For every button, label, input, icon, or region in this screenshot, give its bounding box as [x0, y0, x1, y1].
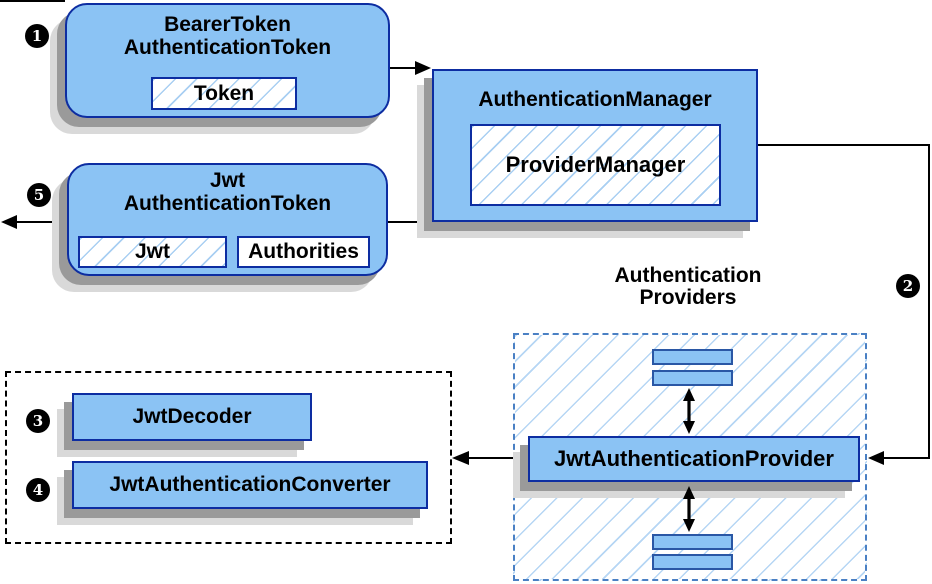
badge-number: 5	[33, 185, 45, 204]
line-manager-to-jwt-token	[388, 221, 433, 223]
node-title: BearerToken AuthenticationToken	[67, 5, 388, 59]
double-arrow-icon	[683, 486, 695, 532]
step-badge-4: 4	[26, 478, 50, 502]
title-line: AuthenticationToken	[123, 192, 332, 215]
arrow-bearer-to-manager-line	[388, 67, 416, 69]
step-badge-5: 5	[27, 183, 51, 207]
field-label: Jwt	[134, 240, 170, 263]
provider-stack-rect	[652, 349, 733, 365]
connector-into-provider-line	[884, 457, 930, 459]
field-authorities: Authorities	[237, 236, 370, 268]
node-title: AuthenticationManager	[434, 71, 756, 111]
badge-number: 3	[32, 411, 44, 430]
label-line: Providers	[639, 286, 737, 309]
node-label: JwtAuthenticationProvider	[554, 446, 834, 471]
flow-line-request-in	[0, 0, 65, 2]
double-arrow-icon	[683, 388, 695, 434]
arrowhead-right-icon	[415, 61, 431, 75]
node-jwt-authentication-token: Jwt AuthenticationToken Jwt Authorities	[67, 163, 388, 276]
node-title: Jwt AuthenticationToken	[69, 165, 386, 215]
badge-number: 2	[902, 276, 914, 295]
provider-stack-rect	[652, 554, 733, 570]
node-jwt-decoder: JwtDecoder	[72, 393, 312, 441]
field-label: Token	[193, 81, 255, 105]
connector-right-vertical-line	[928, 144, 930, 459]
title-line: Jwt	[209, 169, 245, 192]
field-label: ProviderManager	[505, 152, 686, 177]
node-label: JwtAuthenticationConverter	[109, 473, 391, 496]
label-authentication-providers: Authentication Providers	[557, 265, 819, 309]
arrowhead-left-icon	[1, 215, 17, 229]
connector-manager-right-line	[758, 144, 930, 146]
node-bearer-token-authentication-token: BearerToken AuthenticationToken Token	[65, 3, 390, 118]
step-badge-1: 1	[25, 24, 49, 48]
step-badge-3: 3	[26, 409, 50, 433]
label-line: Authentication	[614, 264, 762, 287]
node-jwt-authentication-provider: JwtAuthenticationProvider	[528, 436, 860, 482]
title-line: AuthenticationToken	[123, 36, 332, 59]
provider-stack-rect	[652, 370, 733, 386]
step-badge-2: 2	[896, 274, 920, 298]
node-jwt-authentication-converter: JwtAuthenticationConverter	[72, 461, 428, 509]
title-line: BearerToken	[164, 13, 291, 36]
provider-stack-rect	[652, 534, 733, 550]
field-token: Token	[151, 77, 297, 110]
flow-line-response-out	[15, 221, 68, 223]
node-authentication-manager: AuthenticationManager ProviderManager	[432, 69, 758, 222]
field-jwt: Jwt	[78, 236, 227, 268]
node-label: JwtDecoder	[132, 405, 252, 428]
badge-number: 4	[32, 480, 44, 499]
arrowhead-left-icon	[452, 451, 469, 465]
title-line: AuthenticationManager	[478, 88, 712, 111]
field-provider-manager: ProviderManager	[470, 124, 721, 206]
field-label: Authorities	[248, 240, 359, 263]
arrow-provider-to-decoders-line	[468, 457, 528, 459]
badge-number: 1	[31, 26, 43, 45]
arrowhead-left-icon	[868, 451, 884, 465]
